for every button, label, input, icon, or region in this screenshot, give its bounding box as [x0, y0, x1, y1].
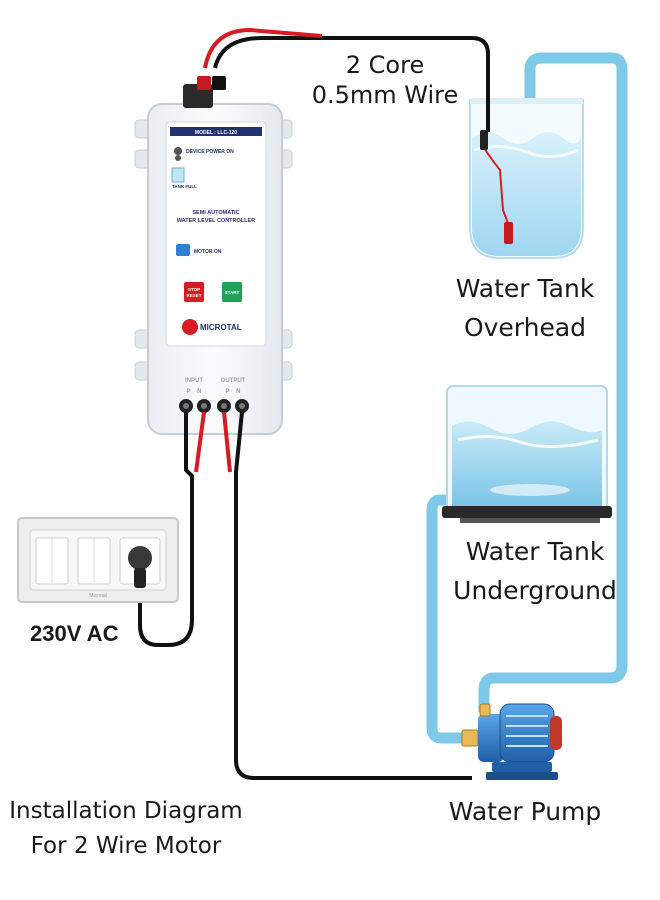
- device-reset-label: RESET: [186, 293, 201, 298]
- overhead-label-line1: Water Tank: [455, 274, 595, 303]
- overhead-tank: [469, 98, 584, 259]
- device-labels: MODEL : LLC-120 DEVICE POWER ON TANK FUL…: [172, 130, 255, 395]
- wire-label: 2 Core 0.5mm Wire: [310, 50, 460, 110]
- device-stop-label: STOP: [188, 287, 200, 292]
- controller-device: [134, 76, 293, 435]
- device-input-label: INPUT: [185, 378, 203, 384]
- device-input-pins: P N: [187, 389, 202, 395]
- overhead-label-line2: Overhead: [463, 312, 587, 342]
- sensor-wire: [203, 27, 513, 244]
- device-motor-on-label: MOTOR ON: [194, 249, 222, 255]
- switchboard: Microtal: [17, 517, 179, 603]
- device-tank-full-label: TANK FULL: [172, 184, 197, 189]
- device-title-2: WATER LEVEL CONTROLLER: [177, 218, 255, 224]
- caption-line2: For 2 Wire Motor: [30, 832, 222, 859]
- device-output-label: OUTPUT: [221, 378, 246, 384]
- device-brand: MICROTAL: [200, 323, 242, 332]
- wire-label-line2: 0.5mm Wire: [311, 81, 459, 109]
- water-pipe: [426, 52, 628, 744]
- underground-label-line2: Underground: [453, 575, 617, 605]
- device-start-label: START: [225, 290, 240, 295]
- overhead-tank-label: Water Tank Overhead: [440, 270, 610, 348]
- wire-label-line1: 2 Core: [345, 51, 425, 79]
- caption-line1: Installation Diagram: [9, 798, 243, 824]
- underground-label-line1: Water Tank: [465, 537, 605, 566]
- device-power-label: DEVICE POWER ON: [186, 149, 234, 155]
- underground-tank: [442, 385, 612, 523]
- underground-tank-label: Water Tank Underground: [440, 533, 630, 611]
- pump-label: Water Pump: [448, 797, 602, 826]
- power-wires: [138, 411, 472, 780]
- switchboard-brand: Microtal: [89, 593, 107, 599]
- device-output-pins: P N: [226, 389, 241, 395]
- water-pump: [461, 703, 562, 780]
- power-label: 230V AC: [30, 621, 119, 646]
- caption: Installation Diagram For 2 Wire Motor: [6, 794, 246, 863]
- device-title-1: SEMI AUTOMATIC: [192, 210, 239, 216]
- device-model: MODEL : LLC-120: [195, 130, 237, 136]
